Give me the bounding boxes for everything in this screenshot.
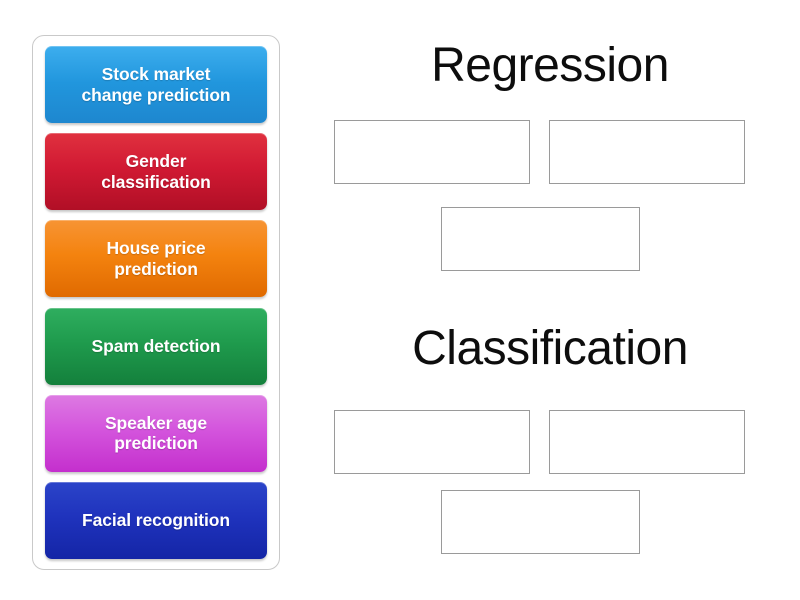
tile-label: Facial recognition: [82, 510, 230, 531]
answer-area: Regression Classification: [300, 0, 800, 600]
tile-label: House price prediction: [106, 238, 206, 279]
category-heading-regression: Regression: [431, 39, 669, 92]
tile-label: Gender classification: [101, 151, 211, 192]
category-heading-classification: Classification: [412, 322, 688, 375]
draggable-tile[interactable]: Gender classification: [45, 133, 267, 211]
tile-label: Stock market change prediction: [81, 63, 231, 105]
dropzone-classification-2[interactable]: [549, 410, 745, 474]
tile-label: Spam detection: [91, 335, 221, 356]
draggable-tile[interactable]: House price prediction: [45, 220, 267, 298]
tiles-panel: Stock market change prediction Gender cl…: [32, 35, 280, 570]
dropzone-classification-3[interactable]: [441, 490, 640, 554]
draggable-tile[interactable]: Facial recognition: [45, 481, 267, 559]
draggable-tile[interactable]: Spam detection: [45, 307, 267, 385]
dropzone-classification-1[interactable]: [334, 410, 530, 474]
draggable-tile[interactable]: Stock market change prediction: [45, 46, 267, 123]
draggable-tile[interactable]: Speaker age prediction: [45, 394, 267, 472]
dropzone-regression-2[interactable]: [549, 120, 745, 184]
dropzone-regression-3[interactable]: [441, 207, 640, 271]
tile-label: Speaker age prediction: [104, 412, 208, 454]
dropzone-regression-1[interactable]: [334, 120, 530, 184]
